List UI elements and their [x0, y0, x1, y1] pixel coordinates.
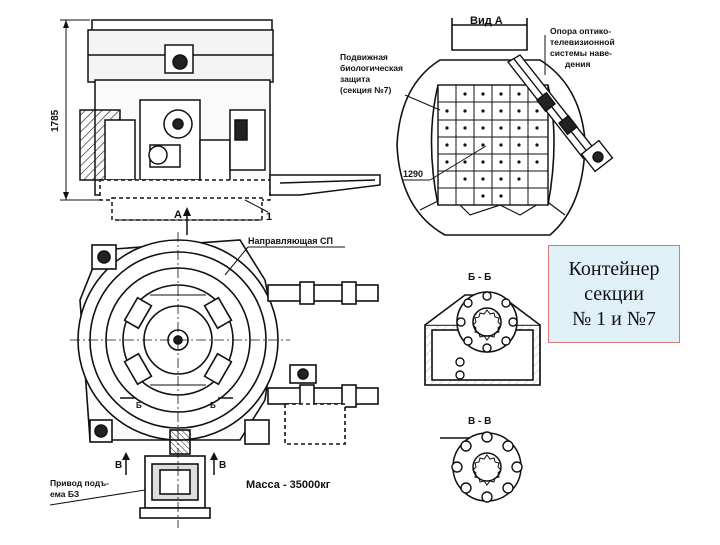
svg-text:системы наве-: системы наве- — [550, 48, 612, 58]
section-vv-label: В - В — [468, 416, 491, 427]
dim-1290-label: 1290 — [403, 169, 423, 179]
caption-line-2: секции — [584, 282, 644, 305]
svg-text:(секция №7): (секция №7) — [340, 85, 392, 95]
svg-text:Привод подъ-: Привод подъ- — [50, 478, 109, 488]
caption-box: Контейнер секции № 1 и №7 — [548, 245, 680, 343]
svg-text:защита: защита — [340, 74, 370, 84]
svg-text:ема БЗ: ема БЗ — [50, 489, 79, 499]
svg-text:телевизионной: телевизионной — [550, 37, 615, 47]
caption-line-3: № 1 и №7 — [572, 307, 656, 330]
arrow-a-label: А — [174, 209, 182, 221]
cell-grid — [438, 85, 548, 205]
guide-label: Направляющая СП — [248, 236, 333, 246]
section-v-left: В — [115, 460, 122, 471]
view-a — [396, 18, 614, 236]
caption-line-1: Контейнер — [568, 257, 660, 280]
section-b-left: Б — [136, 401, 142, 410]
section-vv — [440, 431, 523, 503]
svg-text:биологическая: биологическая — [340, 63, 403, 73]
svg-text:дения: дения — [565, 59, 590, 69]
callout-1-label: 1 — [266, 211, 272, 223]
section-bb-label: Б - Б — [468, 272, 491, 283]
optical-support-label: Опора оптико- телевизионной системы наве… — [550, 26, 615, 69]
section-bb — [424, 291, 541, 386]
mass-label: Масса - 35000кг — [246, 479, 331, 491]
side-view — [60, 19, 381, 235]
svg-text:Опора оптико-: Опора оптико- — [550, 26, 611, 36]
dim-1785-label: 1785 — [50, 109, 61, 132]
svg-text:Подвижная: Подвижная — [340, 52, 388, 62]
optical-support-arm — [506, 54, 614, 173]
drive-label: Привод подъ- ема БЗ — [50, 478, 109, 499]
cell-dots — [445, 92, 539, 198]
section-b-right: Б — [210, 401, 216, 410]
plan-view — [49, 232, 379, 528]
bio-shield-label: Подвижная биологическая защита (секция №… — [340, 52, 403, 95]
section-v-right: В — [219, 460, 226, 471]
view-a-label: Вид А — [470, 15, 503, 27]
